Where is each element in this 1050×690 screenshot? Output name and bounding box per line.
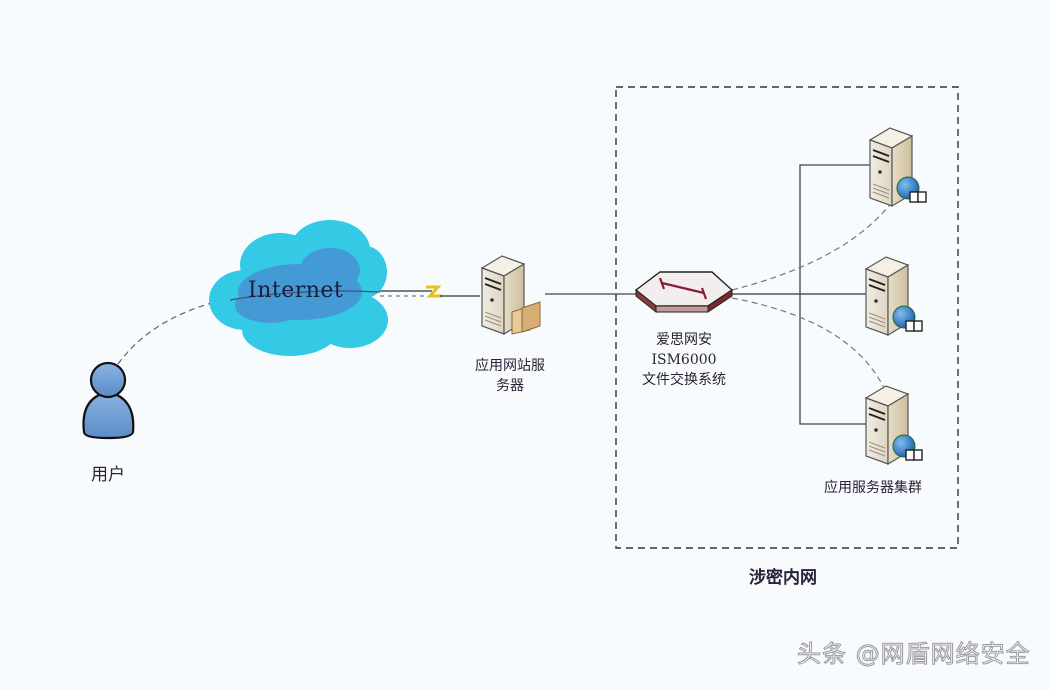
web-server-label-line1: 应用网站服 (475, 358, 545, 374)
network-appliance-icon (634, 271, 734, 314)
edge-exchange-server1 (731, 197, 896, 291)
internet-cloud-icon (209, 220, 388, 356)
web-server-label-line2: 务器 (496, 378, 524, 394)
classified-intranet-label: 涉密内网 (749, 568, 817, 588)
classified-intranet-zone (615, 86, 959, 549)
web-server-icon (481, 255, 541, 335)
lightning-icon (426, 285, 442, 298)
web-server-label: 应用网站服 务器 (460, 356, 560, 396)
user-label: 用户 (91, 465, 125, 485)
app-cluster-label: 应用服务器集群 (824, 480, 922, 496)
edge-user-internet (117, 301, 216, 365)
internet-label: Internet (248, 278, 344, 303)
exchange-system-name: 文件交换系统 (642, 372, 726, 388)
exchange-system-model: ISM6000 (651, 352, 717, 368)
exchange-system-label: 爱思网安 ISM6000 文件交换系统 (624, 330, 744, 390)
user-icon (82, 361, 135, 440)
cluster-server-1-icon (869, 127, 927, 207)
edge-exchange-server3 (731, 297, 885, 389)
cluster-server-3-icon (865, 385, 923, 465)
edge-cluster-bus (799, 164, 880, 425)
cluster-server-2-icon (865, 256, 923, 336)
exchange-system-vendor: 爱思网安 (656, 332, 712, 348)
connections (117, 164, 896, 425)
watermark: 头条 @网盾网络安全 (797, 640, 1031, 669)
